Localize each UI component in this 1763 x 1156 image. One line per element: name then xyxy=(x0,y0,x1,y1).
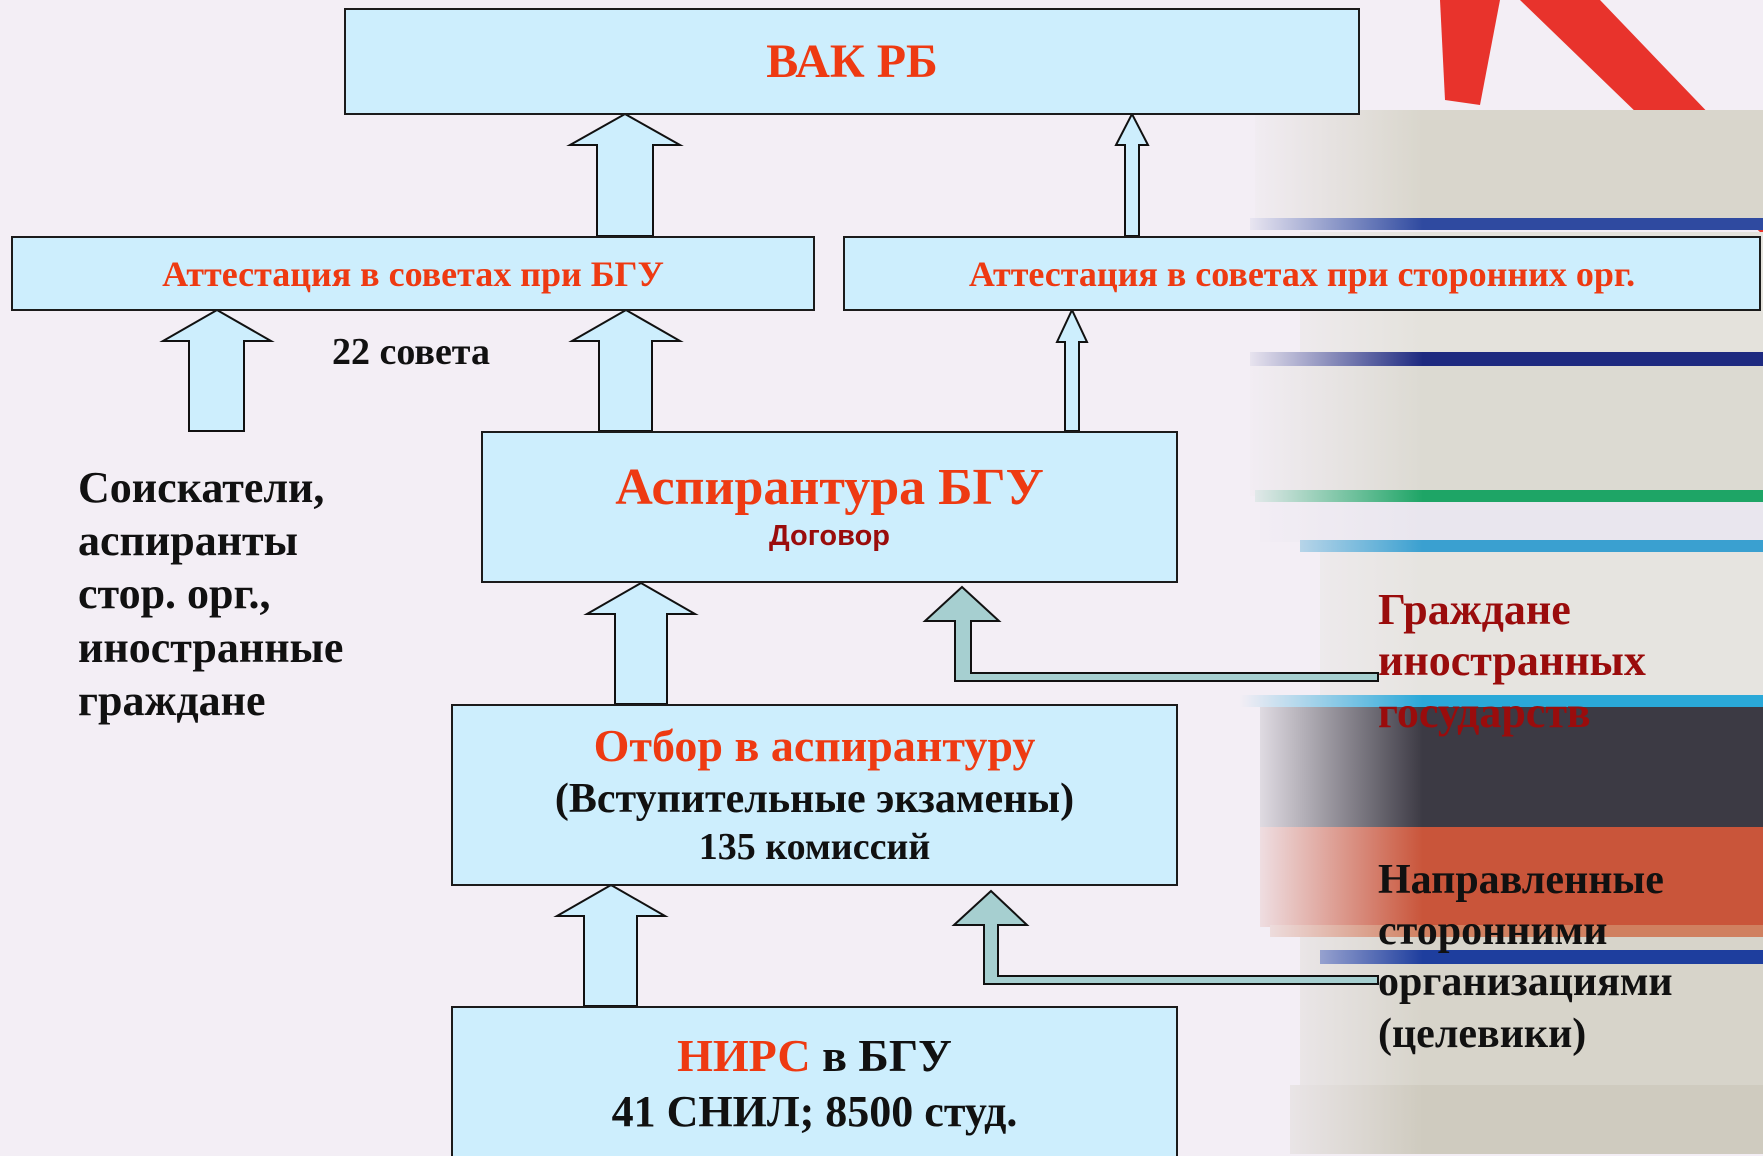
attestation-other-label: Аттестация в советах при сторонних орг. xyxy=(968,253,1636,294)
selection-box: Отбор в аспирантуру (Вступительные экзам… xyxy=(451,704,1178,886)
arrow-foreign-to-aspirantura xyxy=(922,585,1379,682)
selection-count: 135 комиссий xyxy=(698,826,931,869)
attestation-bgu-box: Аттестация в советах при БГУ xyxy=(11,236,815,311)
aspirantura-box: Аспирантура БГУ Договор xyxy=(481,431,1178,583)
aspirantura-subtitle: Договор xyxy=(768,519,890,552)
aspirantura-title: Аспирантура БГУ xyxy=(615,459,1044,517)
nirs-prefix: НИРС xyxy=(677,1030,811,1081)
arrow-nirs-to-selection xyxy=(553,883,669,1007)
nirs-stats: 41 СНИЛ; 8500 студ. xyxy=(611,1087,1018,1137)
arrow-attestation-to-vak xyxy=(566,112,684,237)
arrow-applicants-to-attestation xyxy=(159,308,275,432)
arrow-directed-to-selection xyxy=(951,889,1379,985)
nirs-box: НИРС в БГУ 41 СНИЛ; 8500 студ. xyxy=(451,1006,1178,1156)
arrow-selection-to-aspirantura xyxy=(583,581,699,705)
nirs-title: НИРС в БГУ xyxy=(677,1028,952,1083)
attestation-bgu-label: Аттестация в советах при БГУ xyxy=(162,253,664,294)
arrow-aspirantura-to-attestation-other xyxy=(1055,307,1089,432)
nirs-suffix: в БГУ xyxy=(810,1030,952,1081)
councils-count: 22 совета xyxy=(332,331,490,373)
selection-title: Отбор в аспирантуру xyxy=(593,720,1036,772)
applicants-text: Соискатели, аспиранты стор. орг., иностр… xyxy=(78,463,344,725)
attestation-other-box: Аттестация в советах при сторонних орг. xyxy=(843,236,1761,311)
arrow-attestation-other-to-vak xyxy=(1114,111,1150,237)
selection-subtitle: (Вступительные экзамены) xyxy=(554,775,1075,822)
foreign-citizens-text: Граждане иностранных государств xyxy=(1378,585,1646,737)
arrow-aspirantura-to-attestation xyxy=(568,308,684,432)
vak-box: ВАК РБ xyxy=(344,8,1360,115)
vak-label: ВАК РБ xyxy=(766,35,938,88)
directed-text: Направленные сторонними организациями (ц… xyxy=(1378,857,1673,1057)
